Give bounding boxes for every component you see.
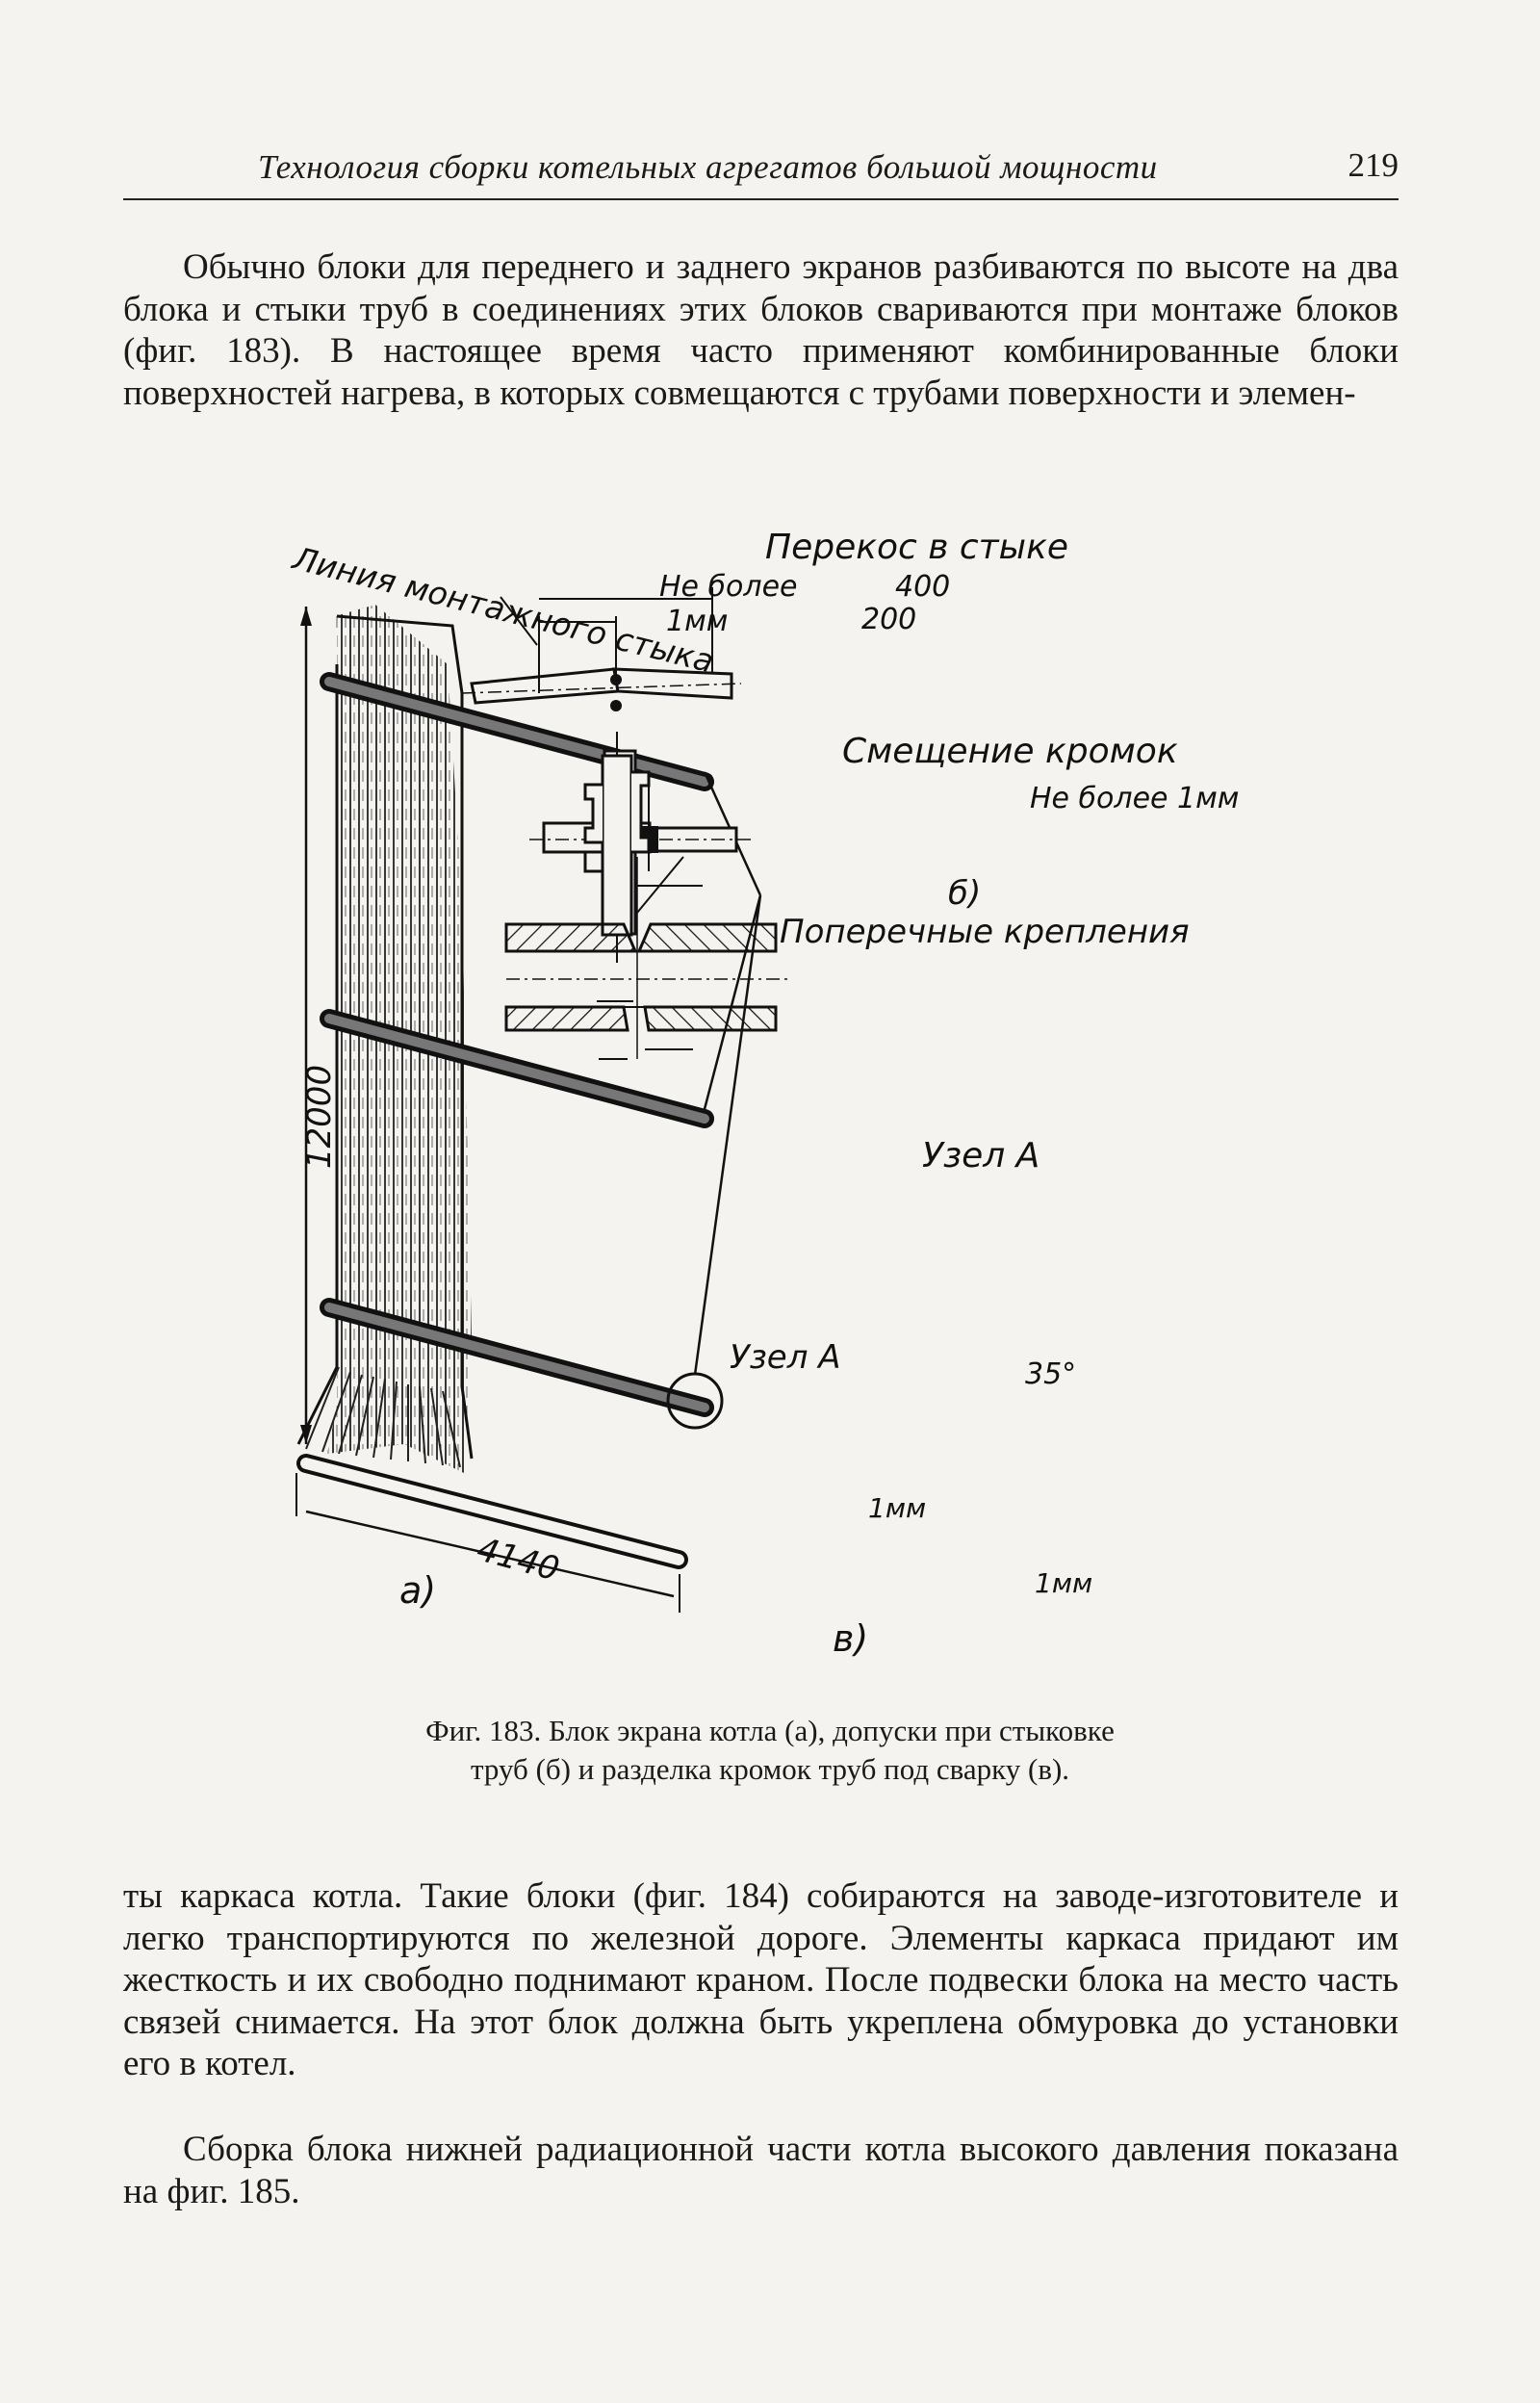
angle-35: 35° [1025, 1357, 1077, 1391]
label-cross-fastenings: Поперечные крепления [780, 913, 1190, 951]
label-edge-offset: Смещение кромок [842, 732, 1178, 771]
page-number: 219 [1348, 146, 1399, 184]
figure-183: Линия монтажного стыка Перекос в стыке Н… [279, 520, 1242, 1660]
screen-block-drawing [295, 605, 762, 1613]
dim-400: 400 [895, 570, 951, 604]
figure-caption: Фиг. 183. Блок экрана котла (а), допуски… [289, 1712, 1251, 1789]
paragraph-2: ты каркаса котла. Такие блоки (фиг. 184)… [123, 1875, 1399, 2085]
caption-line-2: труб (б) и разделка кромок труб под свар… [470, 1752, 1070, 1786]
skew-joint-drawing [461, 587, 742, 711]
dim-1mm-bottom: 1мм [1035, 1567, 1093, 1599]
dim-200: 200 [861, 603, 917, 636]
paragraph-1-text: Обычно блоки для переднего и заднего экр… [123, 247, 1399, 413]
label-no-more-1mm-offset: Не более 1мм [1030, 782, 1240, 815]
label-node-a: Узел А [730, 1338, 841, 1377]
paragraph-2-text: ты каркаса котла. Такие блоки (фиг. 184)… [123, 1876, 1399, 2083]
label-node-a-title: Узел А [922, 1136, 1040, 1176]
paragraph-1: Обычно блоки для переднего и заднего экр… [123, 246, 1399, 414]
label-a: а) [399, 1569, 437, 1612]
caption-line-1: Фиг. 183. Блок экрана котла (а), допуски… [425, 1714, 1115, 1747]
label-no-more-1mm-b: 1мм [666, 605, 729, 638]
paragraph-3: Сборка блока нижней радиационной части к… [123, 2129, 1399, 2212]
label-no-more-1mm-a: Не более [659, 570, 798, 604]
label-b: б) [948, 874, 982, 913]
label-v: в) [833, 1617, 869, 1660]
actual-shapes [504, 732, 789, 1060]
dim-1mm-gap: 1мм [868, 1492, 927, 1524]
dim-12000: 12000 [300, 1064, 340, 1170]
paragraph-3-text: Сборка блока нижней радиационной части к… [123, 2130, 1399, 2211]
label-skew: Перекос в стыке [765, 528, 1068, 567]
running-head: Технология сборки котельных агрегатов бо… [123, 144, 1399, 200]
running-title: Технология сборки котельных агрегатов бо… [258, 148, 1158, 186]
